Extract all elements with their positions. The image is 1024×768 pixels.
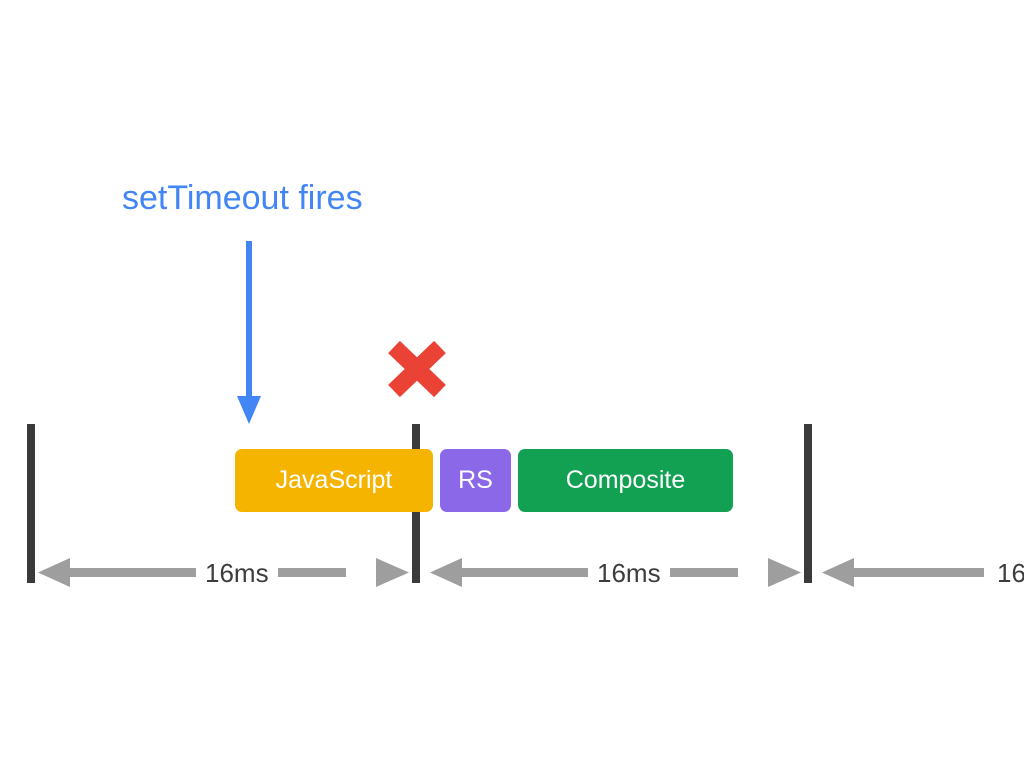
interval-label-1: 16ms <box>196 556 278 590</box>
task-bar-composite[interactable]: Composite <box>518 449 733 512</box>
interval-label-2: 16ms <box>588 556 670 590</box>
down-arrow-icon <box>237 241 261 424</box>
task-bar-rs-label: RS <box>458 466 493 494</box>
task-bar-rs[interactable]: RS <box>440 449 511 512</box>
task-bar-composite-label: Composite <box>565 466 686 494</box>
interval-arrow-3 <box>822 558 984 587</box>
frame-boundary-3 <box>804 424 812 583</box>
red-x-icon <box>388 340 446 398</box>
settimeout-annotation-label: setTimeout fires <box>122 179 363 217</box>
task-bar-javascript[interactable]: JavaScript <box>235 449 433 512</box>
task-bar-javascript-label: JavaScript <box>275 466 393 494</box>
interval-label-3: 16 <box>988 556 1024 590</box>
frame-boundary-1 <box>27 424 35 583</box>
